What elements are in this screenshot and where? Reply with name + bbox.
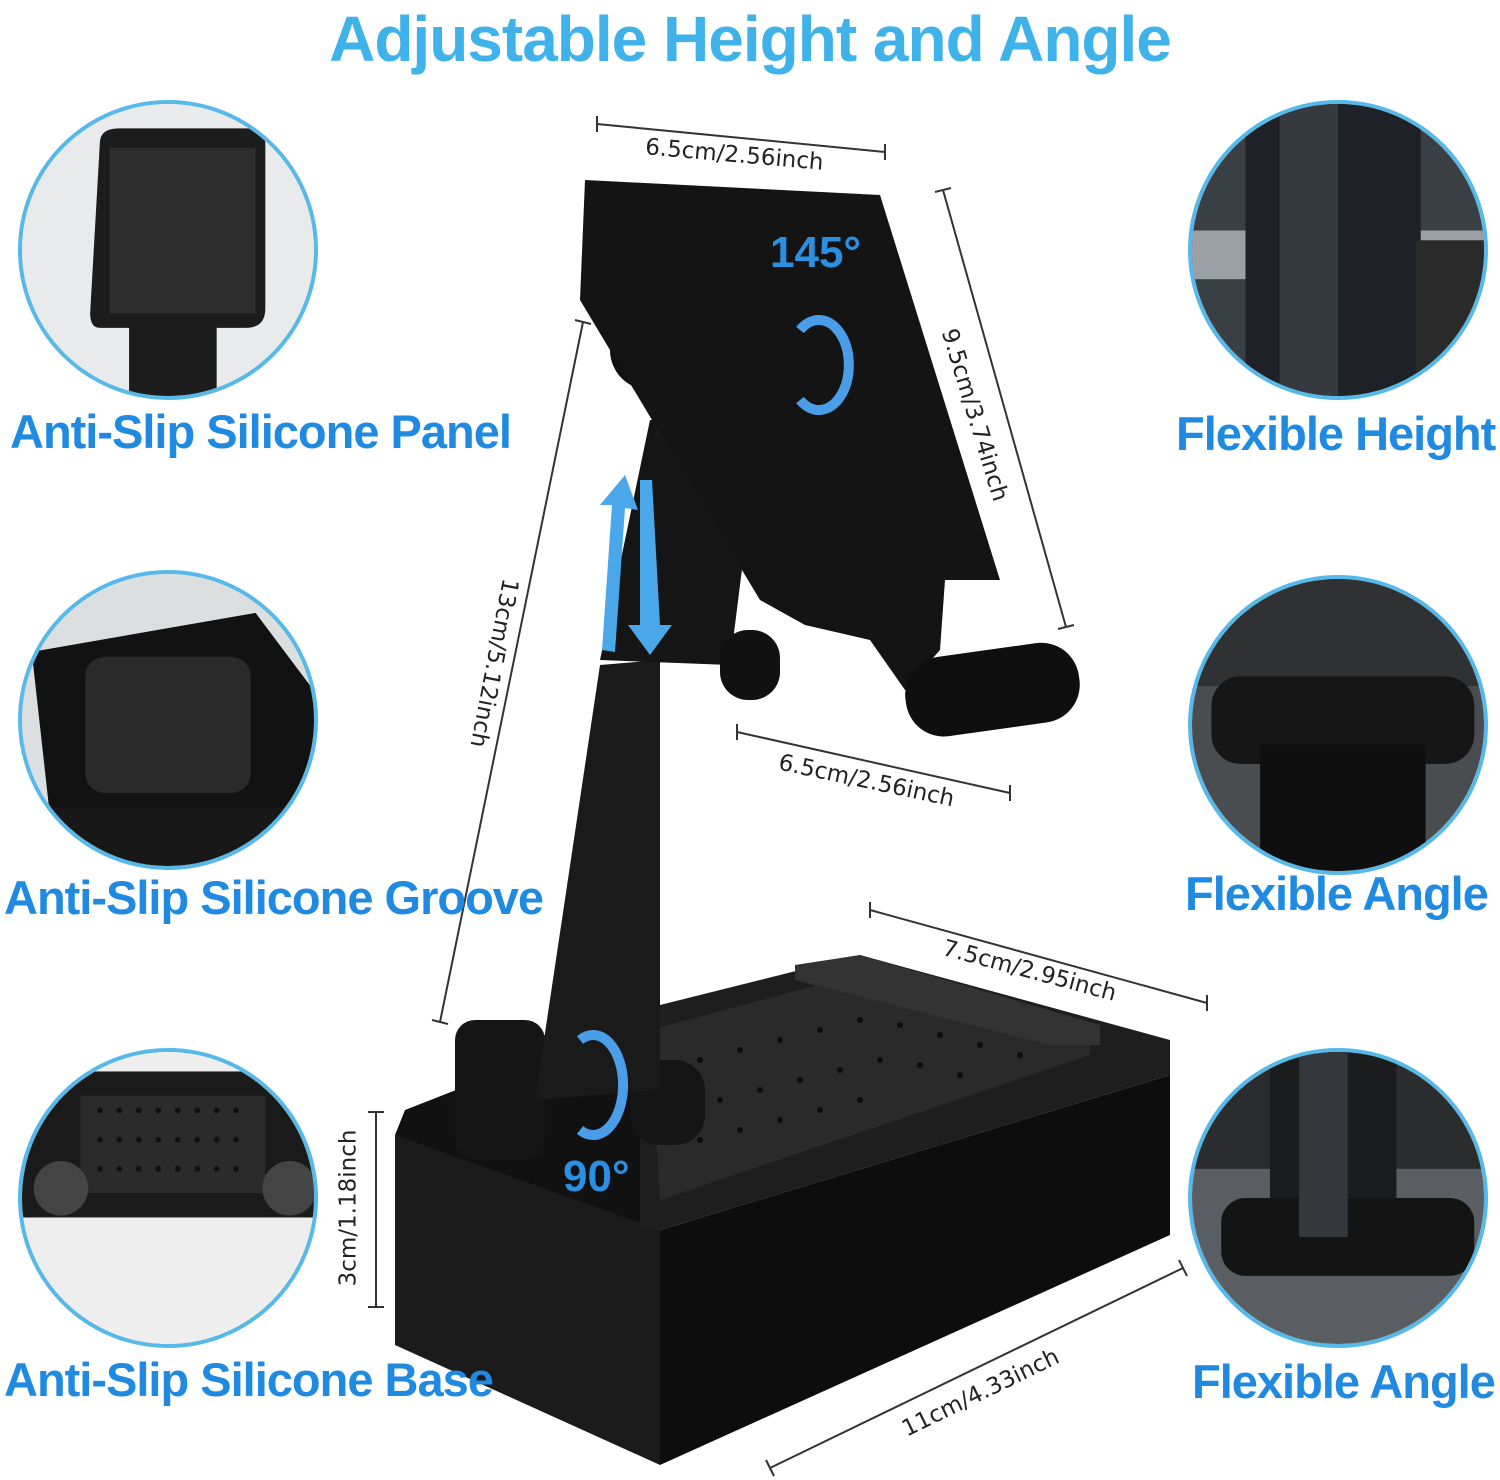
page-title: Adjustable Height and Angle (329, 3, 1172, 75)
panel-closeup-image (18, 100, 318, 400)
base-hinge-left (455, 1020, 545, 1160)
phone-panel (580, 180, 1000, 690)
dim-base-height: 3cm/1.18inch (335, 1129, 362, 1287)
base-front (660, 1075, 1170, 1465)
rotate-bottom-icon (576, 1030, 629, 1140)
speaker-grill (650, 975, 1090, 1200)
control-buttons (795, 955, 1100, 1045)
angle-closeup-image-1 (1188, 575, 1488, 875)
angle-closeup-image-2 (1188, 1048, 1488, 1348)
base-closeup-image (18, 1048, 318, 1348)
rotate-top-icon (796, 315, 854, 415)
phone-holder-hook (905, 642, 1080, 737)
feature-label-height: Flexible Height (1176, 407, 1496, 460)
feature-label-panel: Anti-Slip Silicone Panel (10, 405, 512, 458)
groove-closeup-image (18, 570, 318, 870)
feature-label-angle-1: Flexible Angle (1185, 867, 1489, 920)
feature-label-angle-2: Flexible Angle (1192, 1355, 1496, 1408)
arrow-up-icon (600, 475, 638, 652)
feature-label-groove: Anti-Slip Silicone Groove (4, 871, 544, 924)
lower-pole (535, 660, 660, 1100)
feature-label-base: Anti-Slip Silicone Base (4, 1353, 494, 1406)
height-closeup-image (1188, 100, 1488, 400)
angle-top-label: 145° (770, 228, 862, 277)
arrow-down-icon (628, 480, 672, 655)
angle-bottom-label: 90° (563, 1152, 630, 1201)
